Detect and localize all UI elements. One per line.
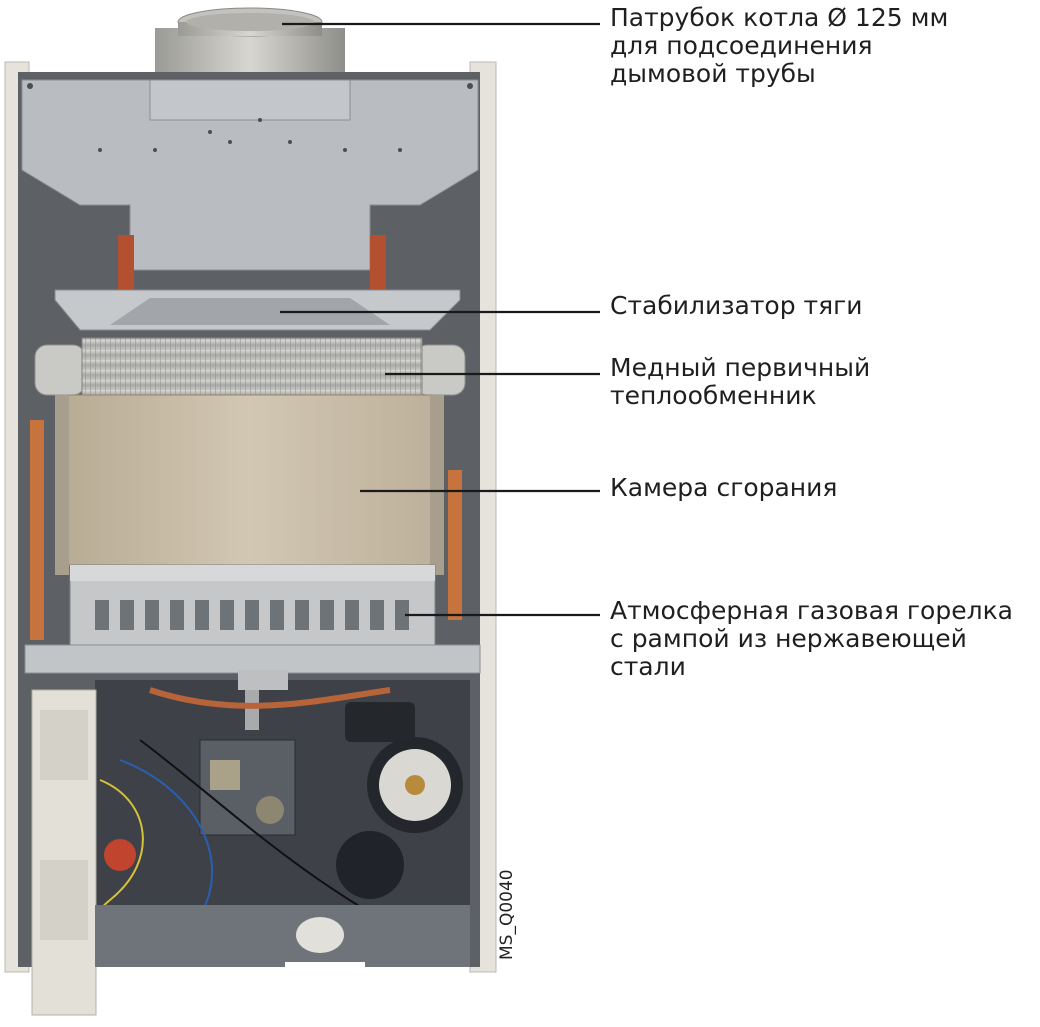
image-code: MS_Q0040 [497, 869, 517, 960]
combustion-chamber [30, 394, 462, 640]
callout-heat-exchanger: Медный первичный теплообменник [610, 353, 871, 410]
heat-exchanger [34, 337, 466, 401]
lower-compartment [31, 670, 470, 1016]
leader-lines [280, 22, 600, 617]
draft-stabilizer [54, 289, 461, 331]
callout-burner: Атмосферная газовая горелка с рампой из … [610, 596, 1014, 681]
callout-draft-stabilizer: Стабилизатор тяги [610, 291, 863, 320]
callout-combustion-chamber: Камера сгорания [610, 473, 838, 502]
copper-pipes-top [118, 235, 386, 295]
draft-hood [21, 79, 479, 271]
callout-flue-pipe: Патрубок котла Ø 125 мм для подсоединени… [610, 3, 949, 88]
gas-burner [24, 564, 481, 674]
